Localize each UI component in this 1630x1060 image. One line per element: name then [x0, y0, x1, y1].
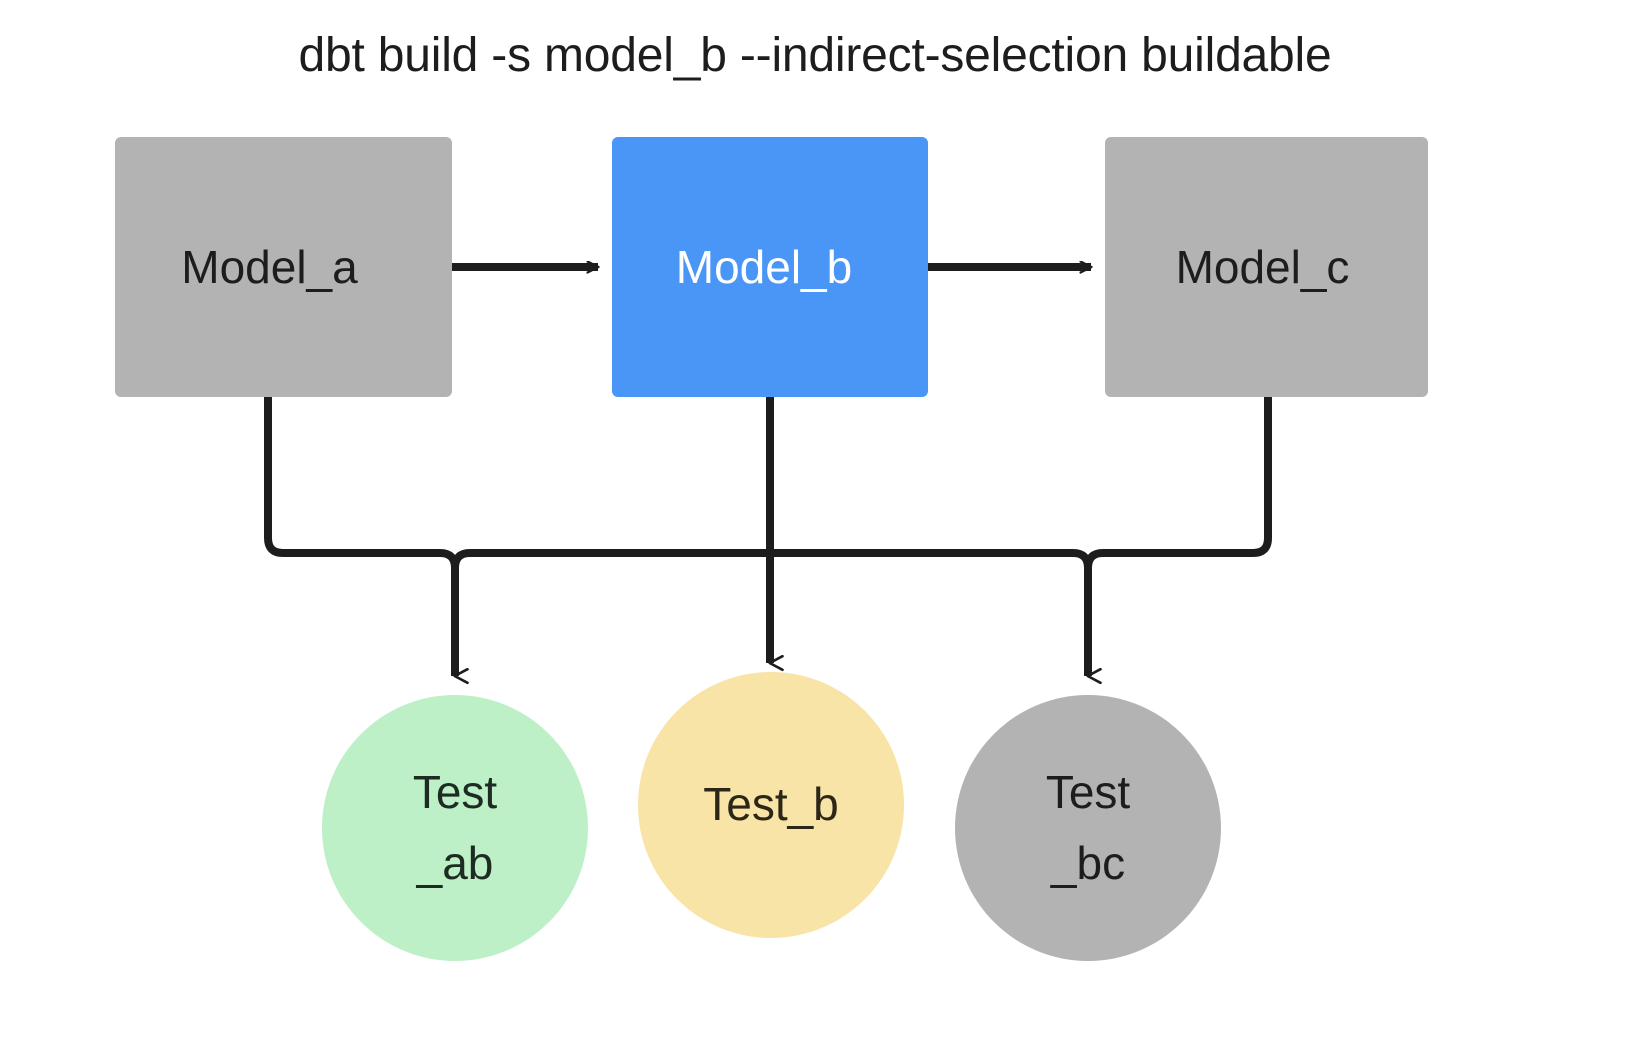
node-test-bc-label-line-2: _bc — [1050, 837, 1126, 889]
node-model-b-label: Model_b — [675, 240, 853, 293]
node-test-bc-label: Test _bc — [1046, 757, 1130, 900]
node-test-ab-label-line-2: _ab — [416, 837, 494, 889]
node-test-ab[interactable]: Test _ab — [322, 695, 588, 961]
node-model-b[interactable]: Model_b — [612, 137, 928, 397]
edge-model-b-to-test-bc — [770, 549, 1088, 676]
node-model-a[interactable]: Model_a — [115, 137, 452, 397]
diagram-title: dbt build -s model_b --indirect-selectio… — [298, 29, 1332, 82]
edge-model-c-to-test-bc — [1084, 397, 1272, 569]
edge-model-a-to-test-ab — [264, 397, 455, 676]
node-test-bc[interactable]: Test _bc — [955, 695, 1221, 961]
node-test-ab-label-line-1: Test — [412, 765, 498, 818]
node-test-ab-label: Test _ab — [413, 757, 497, 900]
node-test-b[interactable]: Test_b — [638, 672, 904, 938]
node-test-bc-label-line-1: Test — [1045, 765, 1131, 818]
node-test-b-label-line-1: Test_b — [703, 778, 839, 831]
node-test-b-label: Test_b — [703, 769, 839, 840]
node-model-a-label: Model_a — [181, 240, 358, 293]
node-model-c[interactable]: Model_c — [1105, 137, 1428, 397]
node-model-c-label: Model_c — [1175, 240, 1350, 293]
edge-model-b-to-test-ab — [451, 549, 770, 569]
